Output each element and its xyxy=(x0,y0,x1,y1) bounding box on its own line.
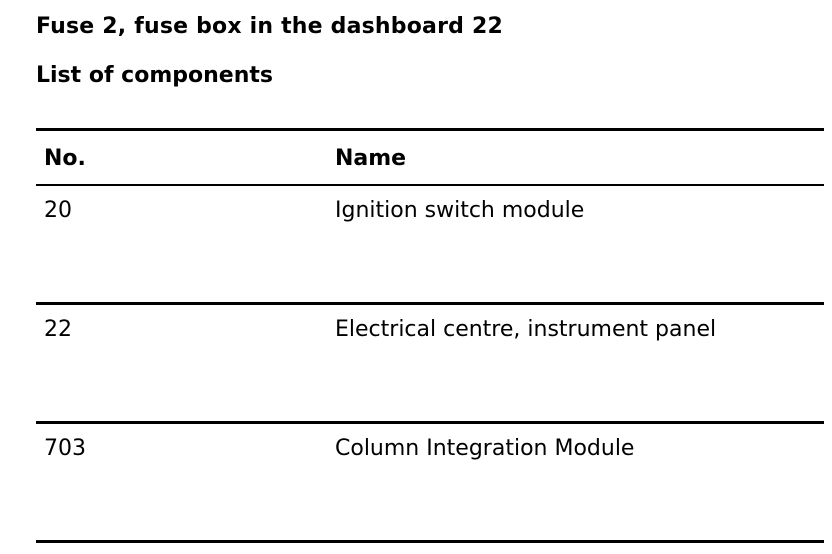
row-no: 703 xyxy=(44,436,86,461)
table-bottom-rule xyxy=(36,540,824,543)
table-row: 20 Ignition switch module xyxy=(36,186,824,302)
row-divider xyxy=(36,302,824,305)
column-header-no: No. xyxy=(44,146,86,171)
table-row: 22 Electrical centre, instrument panel xyxy=(36,305,824,421)
column-header-name: Name xyxy=(335,146,407,171)
table-header-rule xyxy=(36,184,824,186)
row-name: Column Integration Module xyxy=(335,436,635,461)
row-name: Ignition switch module xyxy=(335,198,585,223)
section-heading: List of components xyxy=(36,63,273,88)
components-table: No. Name 20 Ignition switch module 22 El… xyxy=(36,128,824,543)
table-header-row: No. Name xyxy=(36,131,824,184)
table-row: 703 Column Integration Module xyxy=(36,424,824,540)
row-no: 22 xyxy=(44,317,72,342)
row-name: Electrical centre, instrument panel xyxy=(335,317,717,342)
row-no: 20 xyxy=(44,198,72,223)
page-title: Fuse 2, fuse box in the dashboard 22 xyxy=(36,14,503,39)
table-top-rule xyxy=(36,128,824,131)
row-divider xyxy=(36,421,824,424)
